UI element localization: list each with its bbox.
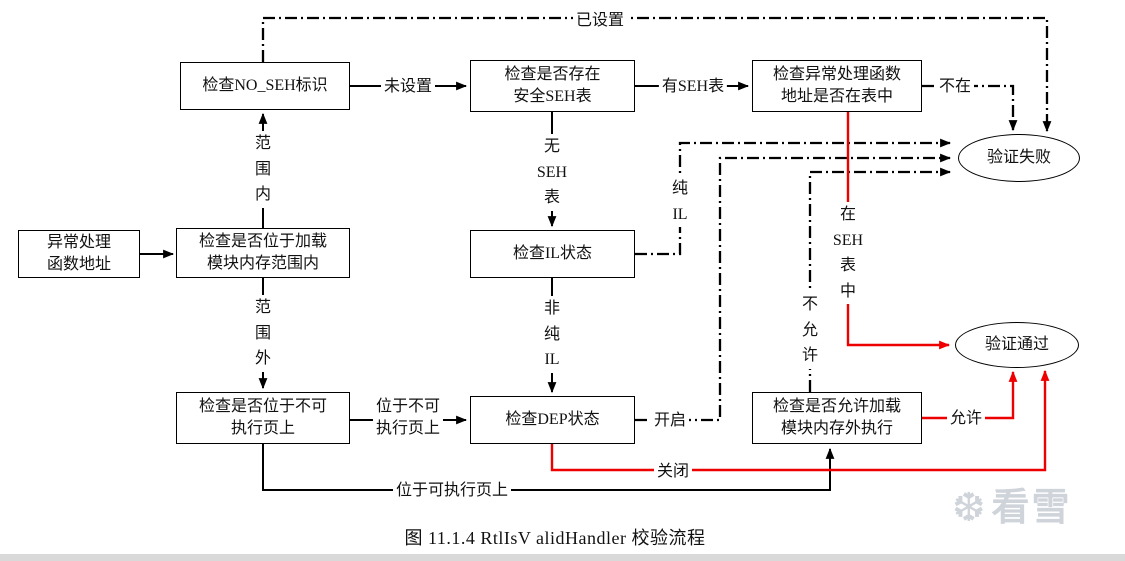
edge-pure-il-to-fail (635, 138, 952, 256)
node-verify-fail: 验证失败 (958, 134, 1080, 182)
edge-label-has-seh-table: 有SEH表 (658, 74, 728, 100)
edge-label-allowed: 允许 (946, 406, 986, 432)
edge-label-in-range: 范 围 内 (251, 131, 275, 208)
edge-in-seh-table-to-pass (846, 112, 951, 350)
edge-dep-on-to-fail (635, 153, 952, 422)
node-check-in-module-range: 检查是否位于加载 模块内存范围内 (176, 228, 350, 278)
edge-label-not-set: 未设置 (380, 74, 436, 100)
node-check-handler-in-table: 检查异常处理函数 地址是否在表中 (752, 60, 922, 112)
edge-label-dep-on: 开启 (650, 408, 690, 434)
figure-caption: 图 11.1.4 RtlIsV alidHandler 校验流程 (404, 528, 706, 548)
edge-dep-off-to-pass (550, 369, 1050, 472)
edge-label-non-pure-il: 非 纯 IL (540, 296, 564, 373)
edge-label-out-of-range: 范 围 外 (251, 295, 275, 372)
edge-noseh-set-to-fail (261, 16, 1052, 133)
node-check-non-executable-page: 检查是否位于不可 执行页上 (176, 392, 350, 444)
edge-exec-page-to-allow-check (262, 444, 835, 491)
edge-label-no-seh-table: 无 SEH 表 (533, 134, 571, 211)
edge-label-set: 已设置 (572, 8, 628, 34)
node-check-safe-seh-table: 检查是否存在 安全SEH表 (470, 60, 635, 112)
edge-label-not-allowed: 不 允 许 (798, 292, 822, 369)
edge-label-not-in-table: 不在 (935, 74, 975, 100)
node-check-il-state: 检查IL状态 (470, 230, 635, 278)
page-bottom-edge (0, 554, 1125, 561)
edge-label-on-exec-page: 位于可执行页上 (392, 478, 512, 504)
node-handler-address: 异常处理 函数地址 (18, 230, 140, 278)
node-check-dep-state: 检查DEP状态 (470, 396, 635, 444)
edge-label-in-seh-table: 在 SEH 表 中 (829, 202, 867, 305)
edge-label-on-non-exec-page: 位于不可 执行页上 (372, 396, 444, 441)
node-verify-pass: 验证通过 (955, 322, 1079, 368)
edge-label-dep-off: 关闭 (653, 459, 693, 485)
node-check-no-seh-flag: 检查NO_SEH标识 (180, 62, 350, 110)
edge-label-pure-il: 纯 IL (668, 176, 692, 228)
node-check-allow-outside-module: 检查是否允许加载 模块内存外执行 (752, 392, 922, 444)
